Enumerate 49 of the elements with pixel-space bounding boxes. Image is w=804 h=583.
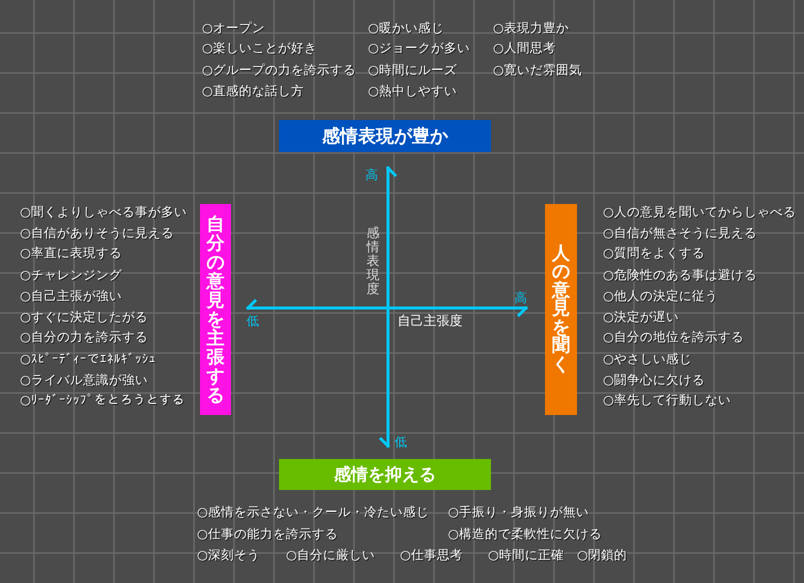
trait-item: ○人間思考 bbox=[493, 40, 556, 56]
category-box: 感情表現が豊か bbox=[279, 120, 491, 152]
category-box: 自分の意見を主張する bbox=[200, 204, 231, 415]
axis-end-label: 低 bbox=[246, 314, 260, 328]
trait-item: ○自己主張が強い bbox=[20, 288, 122, 304]
trait-item: ○闘争心に欠ける bbox=[603, 372, 705, 388]
trait-item: ○深刻そう bbox=[197, 547, 260, 563]
trait-item: ○仕事思考 bbox=[400, 547, 463, 563]
trait-item: ○危険性のある事は避ける bbox=[603, 267, 757, 283]
trait-item: ○すぐに決定したがる bbox=[20, 309, 148, 325]
trait-item: ○閉鎖的 bbox=[577, 547, 627, 563]
trait-item: ○ジョークが多い bbox=[368, 40, 470, 56]
trait-item: ○決定が遅い bbox=[603, 309, 679, 325]
trait-item: ○自信が無さそうに見える bbox=[603, 225, 757, 241]
trait-item: ○暖かい感じ bbox=[368, 20, 444, 36]
trait-item: ○自分に厳しい bbox=[286, 547, 375, 563]
axis-title: 感情表現度 bbox=[366, 227, 380, 297]
trait-item: ○自信がありそうに見える bbox=[20, 225, 174, 241]
axis-end-label: 高 bbox=[514, 291, 528, 305]
trait-item: ○率直に表現する bbox=[20, 245, 122, 261]
trait-item: ○仕事の能力を誇示する bbox=[197, 526, 338, 542]
trait-item: ○寛いだ雰囲気 bbox=[493, 62, 582, 78]
trait-item: ○他人の決定に従う bbox=[603, 288, 718, 304]
trait-item: ○自分の地位を誇示する bbox=[603, 329, 744, 345]
trait-item: ○ライバル意識が強い bbox=[20, 372, 148, 388]
trait-item: ○熱中しやすい bbox=[368, 83, 457, 99]
trait-item: ○感情を示さない・クール・冷たい感じ bbox=[197, 504, 429, 520]
trait-item: ○聞くよりしゃべる事が多い bbox=[20, 204, 187, 220]
trait-item: ○質問をよくする bbox=[603, 245, 705, 261]
trait-item: ○ﾘｰﾀﾞｰｼｯﾌﾟをとろうとする bbox=[20, 392, 185, 408]
trait-item: ○ｽﾋﾟｰﾃﾞｨｰでｴﾈﾙｷﾞｯｼｭ bbox=[20, 351, 156, 367]
trait-item: ○やさしい感じ bbox=[603, 351, 692, 367]
trait-item: ○楽しいことが好き bbox=[202, 40, 317, 56]
trait-item: ○オープン bbox=[202, 20, 265, 36]
axis-title: 自己主張度 bbox=[398, 314, 462, 330]
trait-item: ○表現力豊か bbox=[493, 20, 569, 36]
trait-item: ○構造的で柔軟性に欠ける bbox=[448, 526, 602, 542]
trait-item: ○率先して行動しない bbox=[603, 392, 731, 408]
trait-item: ○時間にルーズ bbox=[368, 62, 457, 78]
trait-item: ○時間に正確 bbox=[488, 547, 564, 563]
axis-end-label: 高 bbox=[366, 168, 378, 182]
category-box: 人の意見を聞く bbox=[545, 204, 577, 415]
trait-item: ○人の意見を聞いてからしゃべる bbox=[603, 204, 796, 220]
trait-item: ○グループの力を誇示する bbox=[202, 62, 356, 78]
trait-item: ○直感的な話し方 bbox=[202, 83, 304, 99]
category-box: 感情を抑える bbox=[279, 459, 491, 490]
trait-item: ○チャレンジング bbox=[20, 267, 122, 283]
trait-item: ○手振り・身振りが無い bbox=[448, 504, 589, 520]
trait-item: ○自分の力を誇示する bbox=[20, 329, 148, 345]
